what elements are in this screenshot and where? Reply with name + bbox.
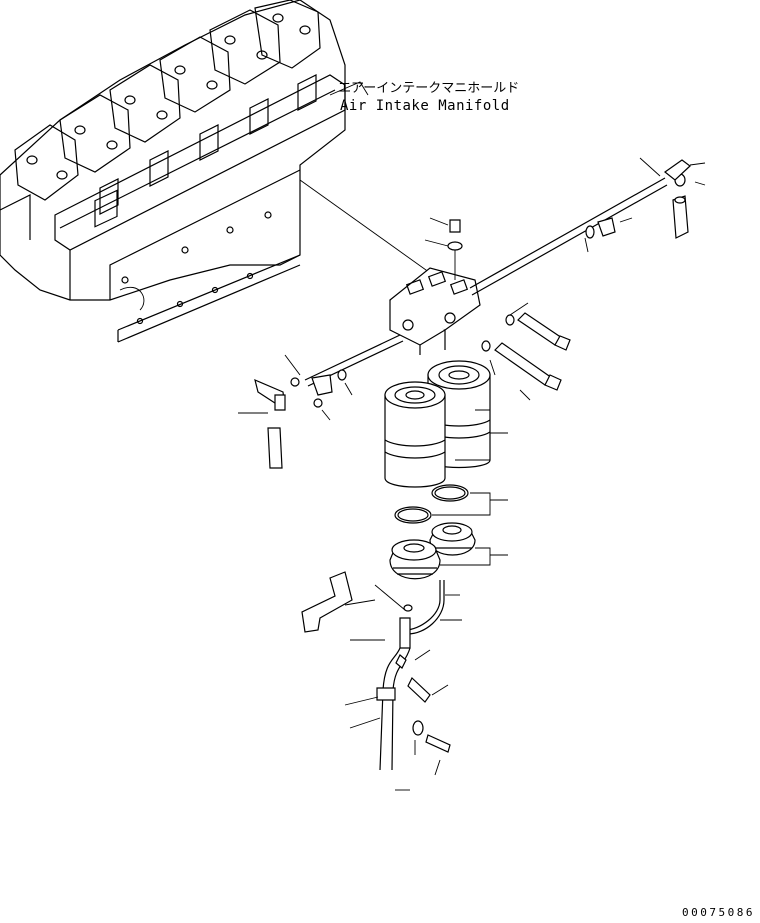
mounting-leader (299, 179, 441, 281)
drain-assembly (301, 571, 462, 791)
head-bolt (424, 217, 463, 280)
callout-label-jp: エアーインテークマニホールド (338, 81, 519, 96)
filter-head (389, 267, 481, 355)
drawing-code: 00075086 (682, 906, 755, 919)
o-rings (394, 484, 508, 524)
callout-label-en: Air Intake Manifold (340, 98, 510, 114)
manifold-callout: エアーインテークマニホールド Air Intake Manifold (338, 81, 519, 114)
left-fittings (238, 354, 353, 469)
long-bolts (481, 302, 571, 401)
fuel-pipe-upper (469, 177, 666, 289)
filter-cartridges (384, 360, 508, 488)
filter-bowls (389, 522, 508, 580)
upper-right-fittings (584, 157, 706, 253)
engine-block (0, 0, 369, 343)
